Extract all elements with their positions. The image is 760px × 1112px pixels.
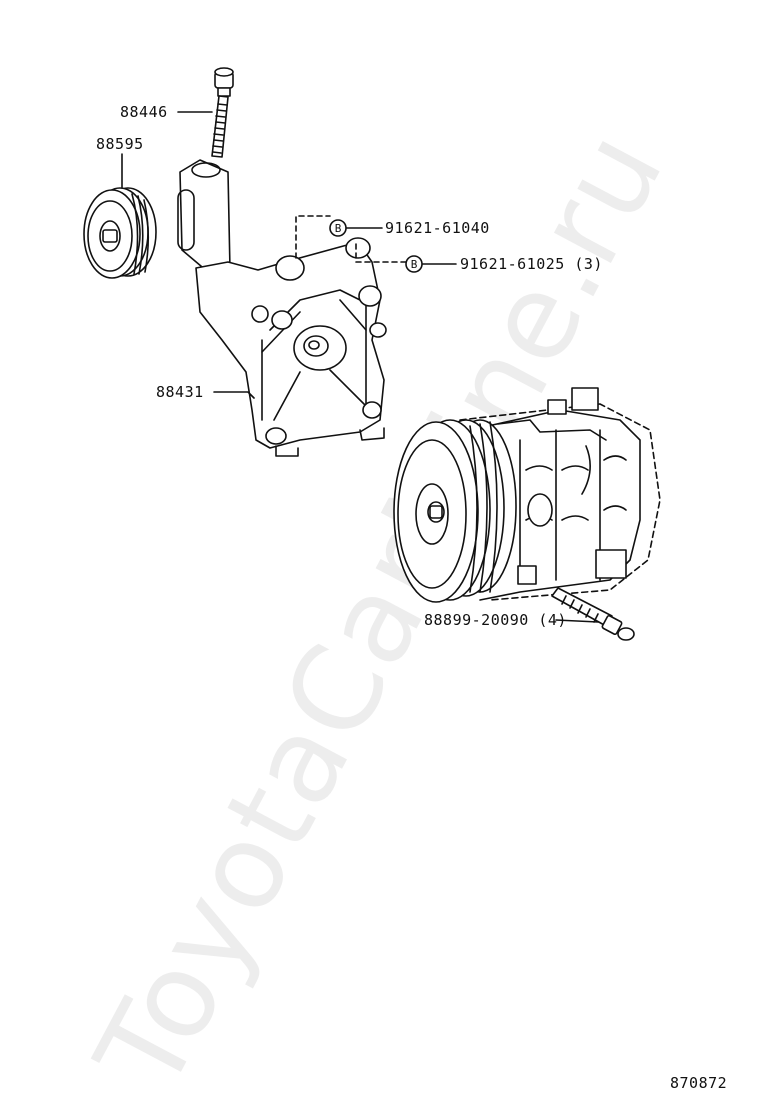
callout-dashes	[295, 215, 408, 263]
svg-text:B: B	[411, 258, 418, 271]
part-label-91621-61025: 91621-61025 (3)	[460, 255, 603, 273]
part-label-88595: 88595	[96, 135, 144, 153]
compressor-shape	[393, 387, 661, 603]
part-label-88431: 88431	[156, 383, 204, 401]
callout-b-circle-2: B	[405, 255, 423, 273]
part-label-88899-20090: 88899-20090 (4)	[424, 611, 567, 629]
bracket-88431-shape	[177, 159, 387, 457]
diagram-code: 870872	[670, 1074, 728, 1092]
bolt-88899-shape	[551, 587, 635, 641]
callout-b-circle-1: B	[329, 219, 347, 237]
bolt-88446-shape	[211, 67, 234, 158]
leader-88899-20090	[555, 619, 599, 623]
leader-88431	[213, 391, 255, 399]
part-label-91621-61040: 91621-61040	[385, 219, 490, 237]
pulley-88595-shape	[83, 187, 157, 279]
part-label-88446: 88446	[120, 103, 168, 121]
svg-text:B: B	[335, 222, 342, 235]
